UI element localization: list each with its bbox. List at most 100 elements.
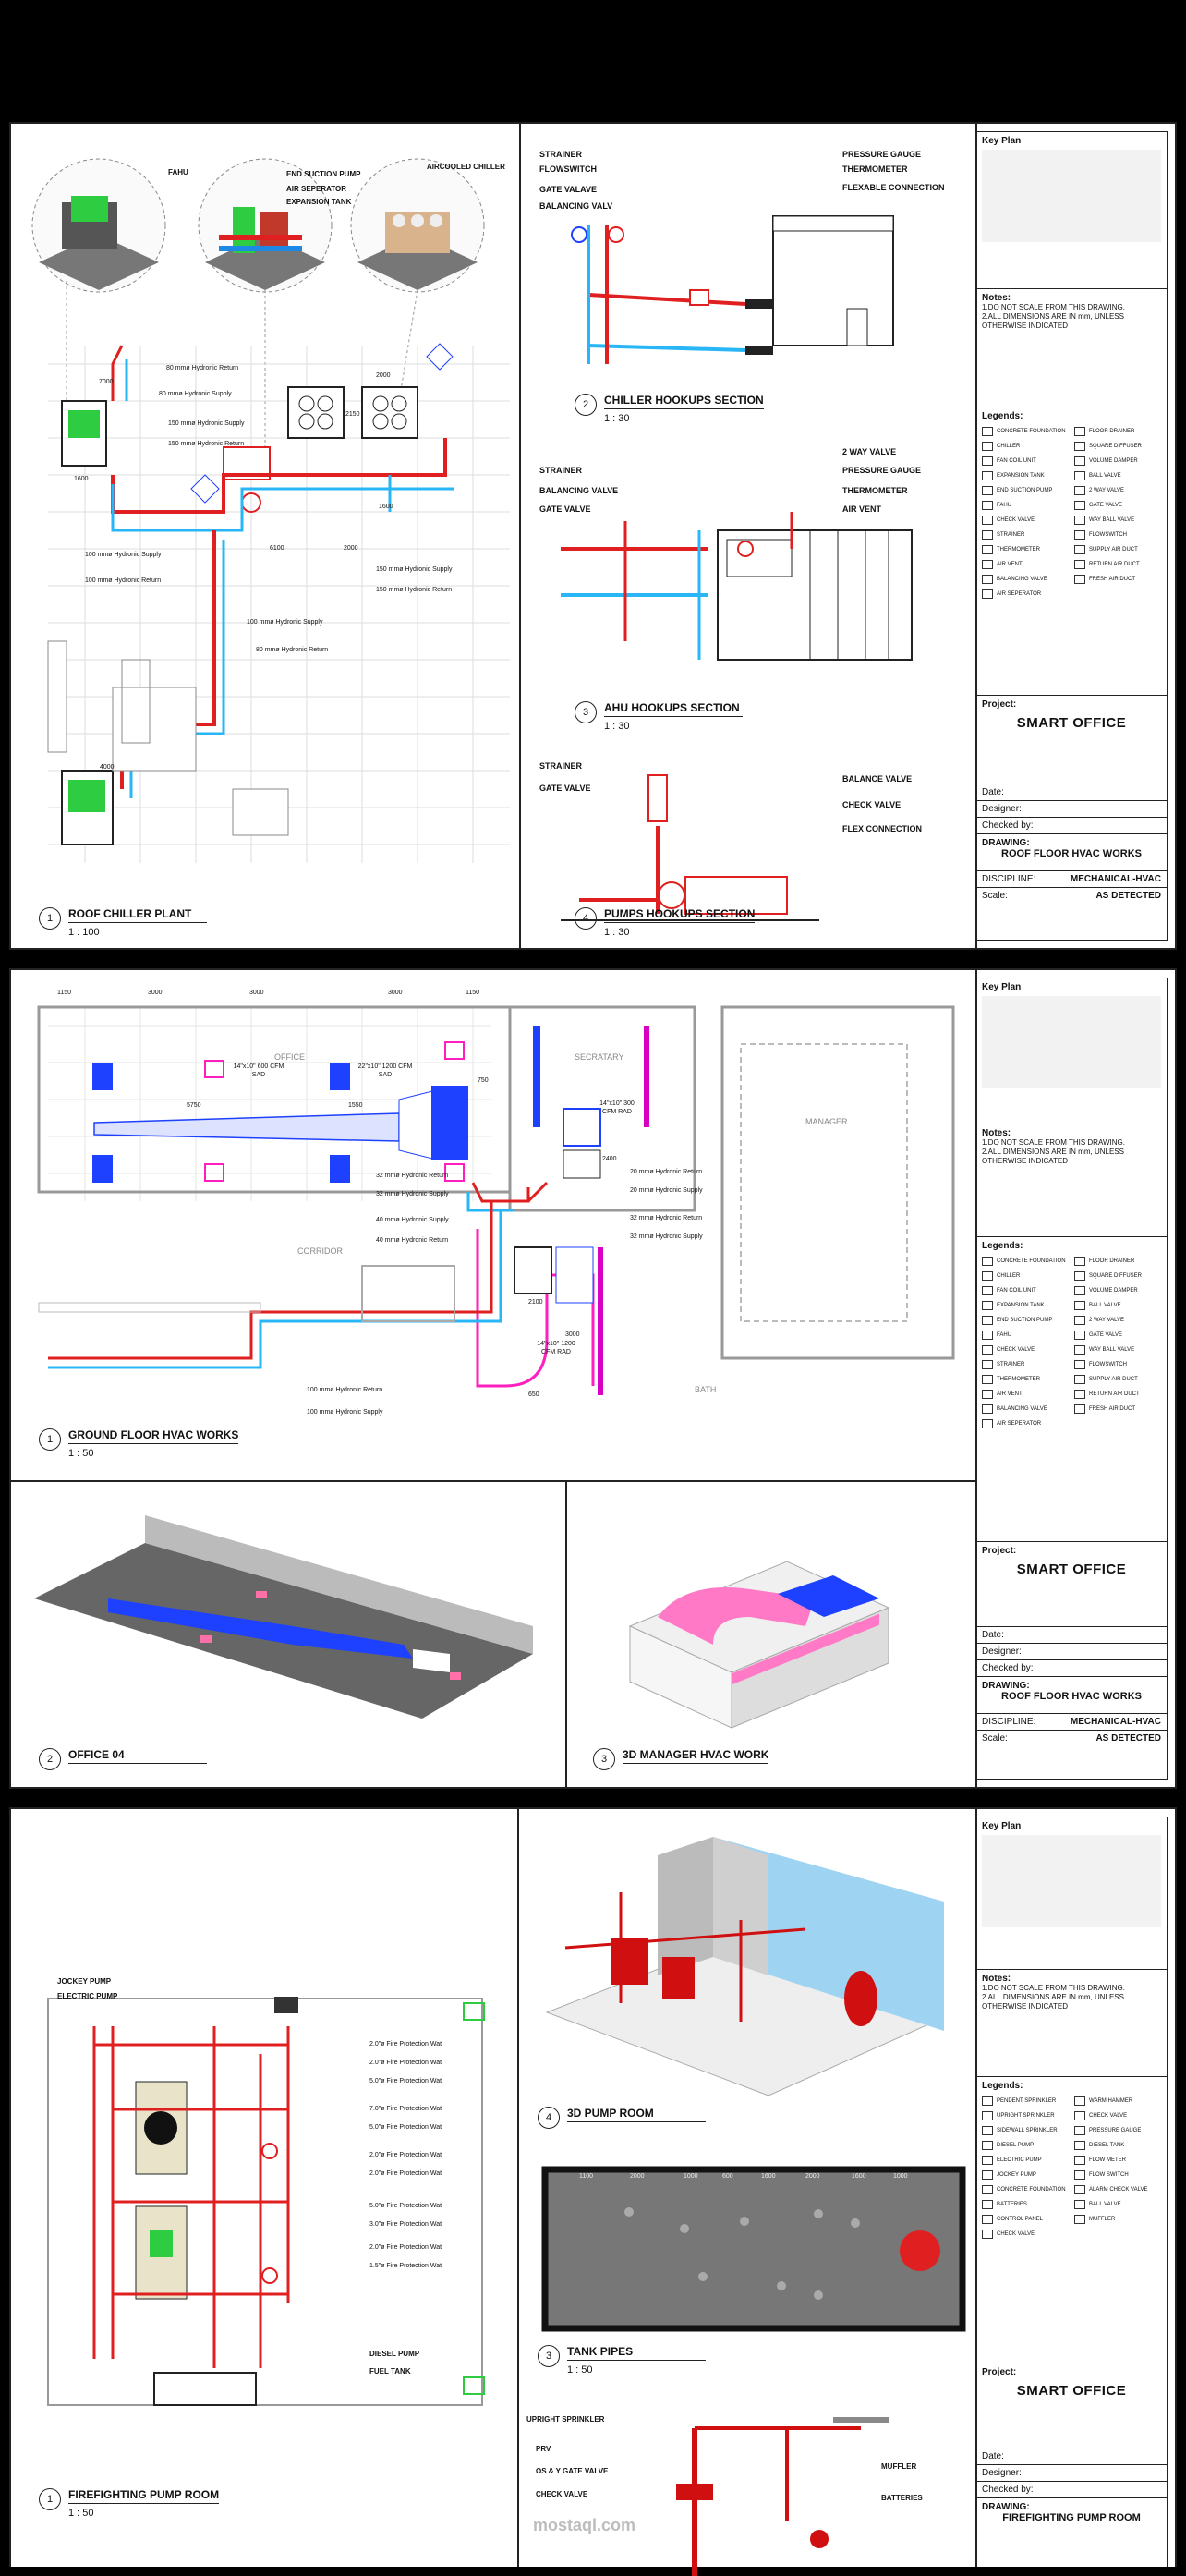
legend-label: BALL VALVE	[1089, 473, 1121, 479]
legend-symbol-icon	[982, 1404, 993, 1414]
dimension: 1600	[74, 476, 89, 482]
duct-note: 22"x10" 1200 CFM SAD	[357, 1063, 413, 1078]
pipe-note: 20 mmø Hydronic Return	[630, 1169, 703, 1175]
scale-row: Scale:AS DETECTED	[982, 891, 1161, 901]
notes-block: Notes: 1.DO NOT SCALE FROM THIS DRAWING.…	[976, 289, 1167, 407]
legend-item: FAN COIL UNIT	[982, 1284, 1069, 1297]
legend-symbol-icon	[1074, 1390, 1085, 1399]
office-04-3d-view	[34, 1515, 533, 1719]
view-title-3: 3 3D MANAGER HVAC WORK	[593, 1748, 769, 1770]
legend-symbol-icon	[1074, 456, 1085, 466]
dimension: 3000	[249, 990, 264, 996]
dimension: 1600	[852, 2173, 866, 2180]
dimension: 650	[528, 1391, 539, 1398]
fire-protection-pipe-note: 2.0"ø Fire Protection Wat	[369, 2060, 442, 2066]
pipe-note: 80 mmø Hydronic Supply	[159, 391, 232, 397]
legend-label: END SUCTION PUMP	[997, 1318, 1053, 1323]
legend-label: PRESSURE GAUGE	[1089, 2128, 1142, 2133]
legend-label: FRESH AIR DUCT	[1089, 577, 1136, 582]
drawing-sheet-2: 1150 3000 3000 3000 1150 5750 1550 750 2…	[9, 968, 1177, 1789]
callout-fahu: FAHU	[168, 168, 188, 176]
legend-item: CONTROL PANEL	[982, 2213, 1069, 2226]
legend-item: PRESSURE GAUGE	[1074, 2124, 1161, 2137]
duct-note: 14"x10" 1200 CFM RAD	[537, 1341, 575, 1355]
fire-protection-pipe-note: 5.0"ø Fire Protection Wat	[369, 2203, 442, 2209]
callout-balancing-valve: BALANCING VALV	[539, 201, 613, 211]
dimension: 2000	[630, 2173, 645, 2180]
fire-protection-pipe-note: 2.0"ø Fire Protection Wat	[369, 2041, 442, 2047]
legend-label: BALL VALVE	[1089, 2202, 1121, 2207]
pipe-note: 80 mmø Hydronic Return	[256, 647, 329, 653]
legend-label: 2 WAY VALVE	[1089, 1318, 1125, 1323]
checked-by-row: Checked by:	[976, 818, 1167, 834]
legend-symbol-icon	[982, 1286, 993, 1295]
legend-symbol-icon	[1074, 486, 1085, 495]
legend-item: DIESEL TANK	[1074, 2139, 1161, 2152]
legend-symbol-icon	[1074, 2185, 1085, 2194]
legend-label: THERMOMETER	[997, 547, 1040, 553]
project-name: SMART OFFICE	[1016, 715, 1127, 731]
callout-expansion-tank: EXPANSION TANK	[286, 198, 352, 206]
callout-muffler: MUFFLER	[881, 2462, 917, 2471]
legend-label: FAHU	[997, 503, 1012, 508]
legend-item: SUPPLY AIR DUCT	[1074, 1373, 1161, 1386]
view-divider	[519, 124, 521, 948]
dimension: 2400	[602, 1156, 617, 1162]
legend-label: EXPANSION TANK	[997, 1303, 1045, 1308]
pipe-note: 150 mmø Hydronic Return	[168, 441, 245, 447]
legend-item: BATTERIES	[982, 2198, 1069, 2211]
legend-item	[1074, 588, 1161, 601]
legend-label: VOLUME DAMPER	[1089, 1288, 1138, 1294]
legend-label: AIR VENT	[997, 562, 1023, 567]
checked-by-row: Checked by:	[976, 2482, 1167, 2498]
legend-item: CONCRETE FOUNDATION	[982, 425, 1069, 438]
legend-label: CHILLER	[997, 444, 1021, 449]
legend-symbol-icon	[1074, 1301, 1085, 1310]
callout-electric-pump: ELECTRIC PUMP	[57, 1992, 118, 2000]
legend-label: STRAINER	[997, 1362, 1025, 1367]
legend-label: SQUARE DIFFUSER	[1089, 444, 1143, 449]
legend-item: SQUARE DIFFUSER	[1074, 440, 1161, 453]
legend-item: ELECTRIC PUMP	[982, 2154, 1069, 2167]
legend-label: FAN COIL UNIT	[997, 1288, 1036, 1294]
legend-symbol-icon	[1074, 2156, 1085, 2165]
dimension: 2000	[805, 2173, 820, 2180]
callout-gate-valve: GATE VALVE	[539, 784, 591, 793]
notes-block: Notes: 1.DO NOT SCALE FROM THIS DRAWING.…	[976, 1970, 1167, 2077]
callout-strainer: STRAINER	[539, 761, 583, 771]
legend-label: AIR SEPERATOR	[997, 1421, 1042, 1427]
legend-symbol-icon	[982, 560, 993, 569]
date-row: Date:	[976, 2448, 1167, 2465]
callout-gate-valve: GATE VALAVE	[539, 185, 598, 194]
pipe-note: 32 mmø Hydronic Return	[376, 1173, 449, 1179]
pipe-note: 150 mmø Hydronic Return	[376, 587, 453, 593]
legend-label: MUFFLER	[1089, 2217, 1116, 2222]
legend-symbol-icon	[1074, 1360, 1085, 1369]
legend-symbol-icon	[982, 2126, 993, 2135]
legend-label: RETURN AIR DUCT	[1089, 562, 1140, 567]
pipe-note: 32 mmø Hydronic Return	[630, 1215, 703, 1221]
legend-label: RETURN AIR DUCT	[1089, 1391, 1140, 1397]
drawing-row: DRAWING: FIREFIGHTING PUMP ROOM	[982, 2502, 1141, 2523]
legend-symbol-icon	[982, 1271, 993, 1281]
legend-item: FLOW METER	[1074, 2154, 1161, 2167]
legend-item: FLOW SWITCH	[1074, 2169, 1161, 2181]
legend-label: DIESEL TANK	[1089, 2143, 1125, 2148]
duct-note: 14"x10" 600 CFM SAD	[233, 1063, 284, 1078]
legend-item: AIR VENT	[982, 1388, 1069, 1401]
dimension: 3000	[388, 990, 403, 996]
legend-item: END SUCTION PUMP	[982, 1314, 1069, 1327]
legend-label: VOLUME DAMPER	[1089, 458, 1138, 464]
callout-flex-connection: FLEX CONNECTION	[842, 824, 923, 833]
legend-symbol-icon	[1074, 2111, 1085, 2120]
legend-item: RETURN AIR DUCT	[1074, 1388, 1161, 1401]
legend-label: BATTERIES	[997, 2202, 1027, 2207]
legend-symbol-icon	[1074, 1345, 1085, 1355]
legend-label: CHILLER	[997, 1273, 1021, 1279]
legend-symbol-icon	[1074, 1375, 1085, 1384]
legend-symbol-icon	[982, 2096, 993, 2106]
legend-item: WAY BALL VALVE	[1074, 1343, 1161, 1356]
